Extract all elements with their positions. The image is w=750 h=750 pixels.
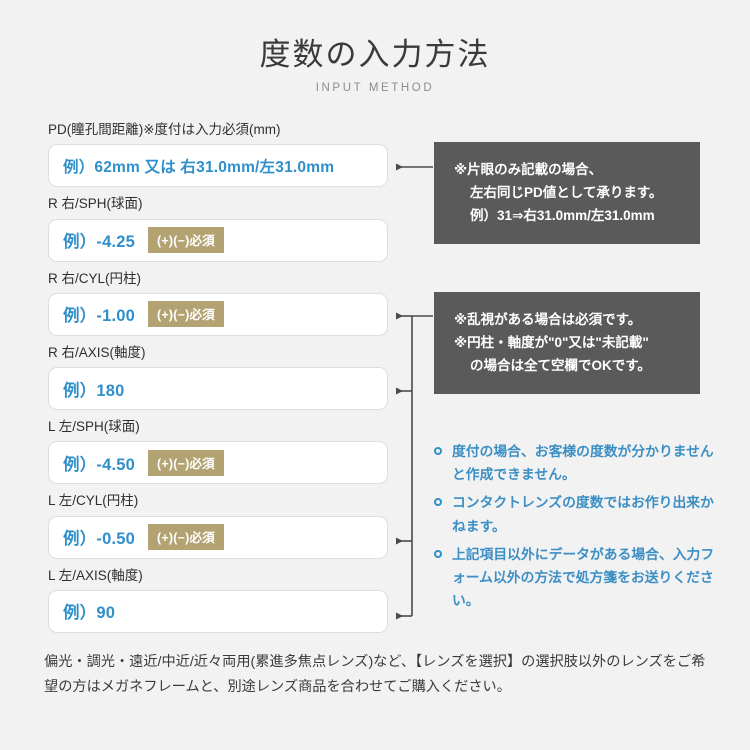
- r-axis-placeholder: 例）180: [63, 381, 125, 400]
- note-cyl-line-3: の場合は全て空欄でOKです。: [470, 358, 651, 374]
- list-item-text: コンタクトレンズの度数ではお作り出来かねます。: [452, 495, 714, 534]
- bullet-circle-icon: [434, 498, 442, 507]
- r-cyl-placeholder: 例）-1.00: [63, 307, 136, 326]
- field-r-sph: R 右/SPH(球面) 例）-4.25 (+)(−)必須: [48, 194, 388, 262]
- l-cyl-input[interactable]: 例）-0.50 (+)(−)必須: [48, 515, 388, 559]
- note-pd-line-2: 左右同じPD値として承ります。: [470, 185, 663, 201]
- pd-input[interactable]: 例）62mm 又は 右31.0mm/左31.0mm: [48, 144, 388, 188]
- note-pd-line-1: ※片眼のみ記載の場合、: [454, 162, 603, 177]
- list-item: コンタクトレンズの度数ではお作り出来かねます。: [434, 491, 720, 537]
- r-sph-required-badge: (+)(−)必須: [148, 227, 224, 253]
- footer-note: 偏光・調光・遠近/中近/近々両用(累進多焦点レンズ)など、【レンズを選択】の選択…: [44, 654, 706, 695]
- list-item: 度付の場合、お客様の度数が分かりませんと作成できません。: [434, 440, 720, 486]
- page-header: 度数の入力方法 INPUT METHOD: [0, 36, 750, 94]
- page-subtitle: INPUT METHOD: [315, 82, 435, 95]
- field-r-cyl: R 右/CYL(円柱) 例）-1.00 (+)(−)必須: [48, 269, 388, 336]
- l-sph-required-badge: (+)(−)必須: [148, 449, 224, 476]
- field-pd: PD(瞳孔間距離)※度付は入力必須(mm) 例）62mm 又は 右31.0mm/…: [48, 120, 388, 188]
- field-r-sph-label: R 右/SPH(球面): [48, 196, 143, 212]
- bullet-circle-icon: [434, 447, 442, 455]
- r-cyl-required-badge: (+)(−)必須: [148, 301, 224, 328]
- list-item: 上記項目以外にデータがある場合、入力フォーム以外の方法で処方箋をお送りください。: [434, 543, 720, 613]
- prescription-form: PD(瞳孔間距離)※度付は入力必須(mm) 例）62mm 又は 右31.0mm/…: [48, 120, 388, 640]
- note-cyl-line-1: ※乱視がある場合は必須です。: [454, 312, 642, 327]
- l-sph-placeholder: 例）-4.50: [63, 455, 136, 474]
- field-pd-label: PD(瞳孔間距離)※度付は入力必須(mm): [48, 122, 281, 137]
- list-item-text: 上記項目以外にデータがある場合、入力フォーム以外の方法で処方箋をお送りください。: [452, 546, 715, 609]
- r-cyl-input[interactable]: 例）-1.00 (+)(−)必須: [48, 292, 388, 336]
- l-axis-placeholder: 例）90: [63, 604, 116, 623]
- page-title: 度数の入力方法: [259, 37, 491, 72]
- note-box-cyl-axis: ※乱視がある場合は必須です。 ※円柱・軸度が"0"又は"未記載" の場合は全て空…: [434, 292, 700, 394]
- bullet-circle-icon: [434, 549, 442, 558]
- field-l-sph: L 左/SPH(球面) 例）-4.50 (+)(−)必須: [48, 417, 388, 485]
- r-sph-input[interactable]: 例）-4.25 (+)(−)必須: [48, 218, 388, 262]
- field-l-axis-label: L 左/AXIS(軸度): [48, 567, 143, 583]
- l-cyl-required-badge: (+)(−)必須: [148, 524, 224, 550]
- l-cyl-placeholder: 例）-0.50: [63, 530, 136, 548]
- pd-placeholder: 例）62mm 又は 右31.0mm/左31.0mm: [63, 158, 335, 176]
- field-r-cyl-label: R 右/CYL(円柱): [48, 270, 142, 286]
- note-pd-line-3: 例）31⇒右31.0mm/左31.0mm: [470, 208, 655, 224]
- r-axis-input[interactable]: 例）180: [48, 367, 388, 410]
- list-item-text: 度付の場合、お客様の度数が分かりませんと作成できません。: [452, 444, 714, 483]
- field-l-cyl: L 左/CYL(円柱) 例）-0.50 (+)(−)必須: [48, 491, 388, 559]
- field-r-axis-label: R 右/AXIS(軸度): [48, 344, 146, 360]
- note-cyl-line-2: ※円柱・軸度が"0"又は"未記載": [454, 335, 649, 351]
- field-r-axis: R 右/AXIS(軸度) 例）180: [48, 343, 388, 410]
- l-axis-input[interactable]: 例）90: [48, 589, 388, 633]
- field-l-axis: L 左/AXIS(軸度) 例）90: [48, 566, 388, 633]
- field-l-sph-label: L 左/SPH(球面): [48, 419, 140, 434]
- field-l-cyl-label: L 左/CYL(円柱): [48, 493, 139, 509]
- l-sph-input[interactable]: 例）-4.50 (+)(−)必須: [48, 441, 388, 485]
- r-sph-placeholder: 例）-4.25: [63, 233, 136, 251]
- note-box-pd: ※片眼のみ記載の場合、 左右同じPD値として承ります。 例）31⇒右31.0mm…: [434, 142, 700, 244]
- notice-bullet-list: 度付の場合、お客様の度数が分かりませんと作成できません。 コンタクトレンズの度数…: [434, 440, 720, 617]
